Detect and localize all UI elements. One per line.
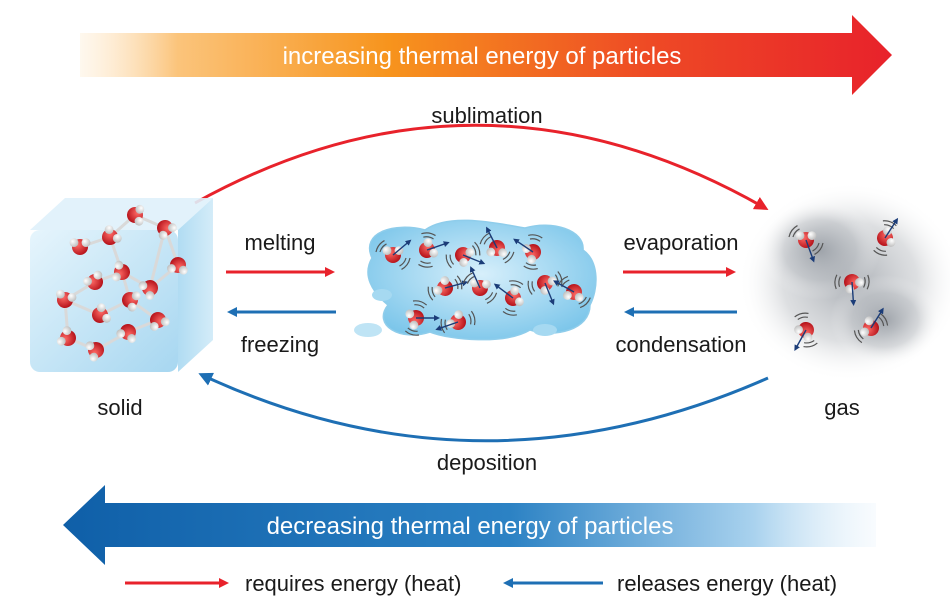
water-molecule	[69, 238, 91, 255]
gas-label: gas	[824, 395, 859, 420]
water-molecule	[92, 303, 112, 323]
liquid-molecules	[375, 226, 591, 336]
decreasing-energy-label: decreasing thermal energy of particles	[267, 513, 674, 540]
melting-label: melting	[245, 230, 316, 255]
water-molecule	[122, 291, 141, 312]
solid-molecules	[56, 204, 188, 362]
increasing-energy-banner: increasing thermal energy of particles	[80, 15, 892, 95]
water-molecule	[834, 274, 870, 306]
deposition-label: deposition	[437, 450, 537, 475]
evaporation-label: evaporation	[624, 230, 739, 255]
freezing-label: freezing	[241, 332, 319, 357]
water-molecule	[788, 225, 824, 263]
gas-molecules	[788, 217, 899, 351]
ice-cube-illustration	[30, 198, 213, 372]
water-molecule	[462, 266, 498, 304]
water-molecule	[167, 257, 188, 275]
water-molecule	[157, 220, 177, 240]
water-molecule	[375, 239, 412, 270]
water-molecule	[404, 300, 440, 336]
water-molecule	[149, 312, 170, 331]
water-molecule	[427, 275, 469, 301]
legend: requires energy (heat) releases energy (…	[125, 571, 837, 596]
water-molecule	[116, 324, 137, 343]
water-molecule	[794, 312, 818, 351]
increasing-energy-label: increasing thermal energy of particles	[283, 43, 682, 70]
water-molecule	[56, 326, 76, 346]
water-molecule	[56, 289, 77, 308]
condensation-label: condensation	[616, 332, 747, 357]
legend-requires-label: requires energy (heat)	[245, 571, 461, 596]
water-molecule	[138, 280, 158, 300]
solid-label: solid	[97, 395, 142, 420]
water-molecule	[513, 234, 543, 270]
sublimation-label: sublimation	[431, 103, 542, 128]
water-molecule	[479, 226, 515, 264]
water-molecule	[493, 280, 524, 316]
gas-cloud-illustration	[738, 182, 950, 382]
water-molecule	[102, 225, 122, 245]
water-molecule	[435, 310, 476, 334]
water-molecule	[553, 275, 591, 309]
water-molecule	[83, 270, 103, 290]
water-puddle-illustration	[354, 219, 597, 341]
water-molecule	[418, 232, 450, 268]
sublimation-arrow	[194, 123, 769, 210]
deposition-arrow	[198, 372, 769, 443]
water-molecule	[873, 217, 899, 256]
decreasing-energy-banner: decreasing thermal energy of particles	[63, 485, 876, 565]
water-molecule	[127, 204, 145, 226]
legend-releases-label: releases energy (heat)	[617, 571, 837, 596]
water-molecule	[445, 241, 486, 269]
water-molecule	[853, 307, 889, 344]
water-molecule	[112, 260, 130, 282]
water-molecule	[85, 341, 104, 362]
